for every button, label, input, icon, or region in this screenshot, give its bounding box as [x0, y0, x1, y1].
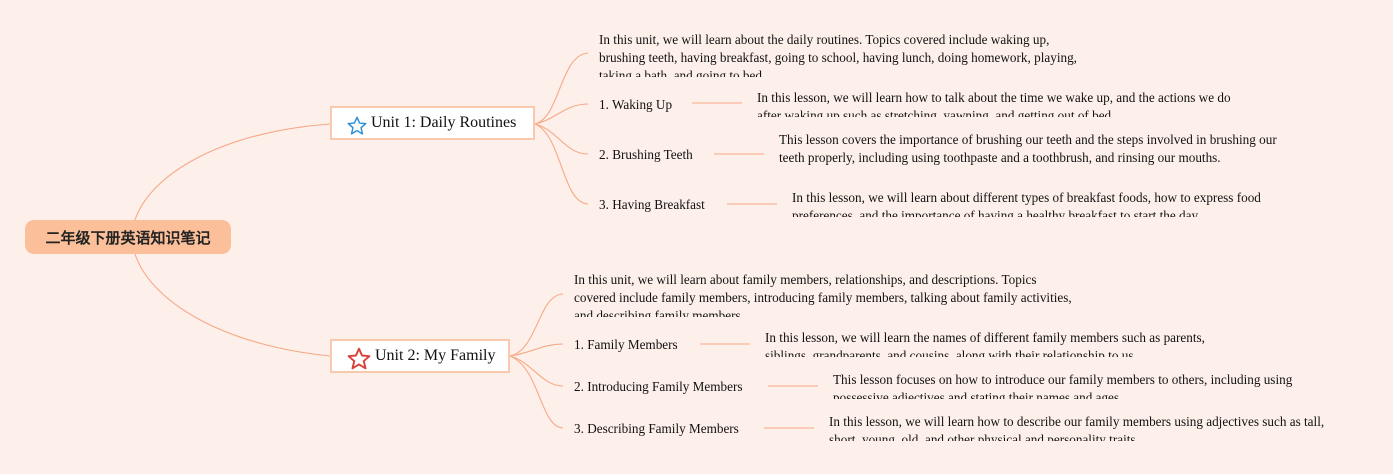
unit-2-node[interactable]: Unit 2: My Family — [330, 339, 510, 373]
connector-root-unit1 — [134, 123, 331, 221]
connector-unit1-lesson1 — [534, 103, 589, 125]
unit-1-lesson-1[interactable]: 1. Waking Up — [599, 97, 673, 112]
connector-unit1-summary — [534, 52, 589, 125]
star-outline-red-icon — [347, 347, 371, 370]
connector-unit1-lesson2 — [534, 123, 589, 155]
connector-unit2-lesson1 — [509, 343, 564, 357]
unit-1-lesson-3[interactable]: 3. Having Breakfast — [599, 197, 705, 212]
star-outline-blue-icon — [347, 116, 367, 135]
unit-1-lesson-3-description[interactable]: In this lesson, we will learn about diff… — [792, 190, 1261, 217]
unit-2-lesson-2[interactable]: 2. Introducing Family Members — [574, 379, 743, 394]
connector-unit2-lesson3 — [509, 355, 564, 429]
unit-1-lesson-2-description[interactable]: This lesson covers the importance of bru… — [779, 132, 1277, 165]
connector-root-unit2 — [134, 253, 331, 357]
unit-2-lesson-3-description[interactable]: In this lesson, we will learn how to des… — [829, 414, 1325, 441]
unit-1-lesson-2[interactable]: 2. Brushing Teeth — [599, 147, 693, 162]
unit-2-lesson-2-description[interactable]: This lesson focuses on how to introduce … — [833, 372, 1293, 399]
unit-2-summary[interactable]: In this unit, we will learn about family… — [574, 272, 1072, 317]
unit-2-lesson-3[interactable]: 3. Describing Family Members — [574, 421, 739, 436]
connector-unit2-lesson2 — [509, 355, 564, 387]
unit-2-lesson-1-description[interactable]: In this lesson, we will learn the names … — [765, 330, 1205, 357]
unit-1-lesson-1-description[interactable]: In this lesson, we will learn how to tal… — [757, 90, 1231, 117]
unit-2-lesson-1[interactable]: 1. Family Members — [574, 337, 678, 352]
unit-1-summary[interactable]: In this unit, we will learn about the da… — [599, 32, 1077, 77]
unit-1-title: Unit 1: Daily Routines — [371, 114, 517, 131]
connector-unit1-lesson3 — [534, 123, 589, 205]
unit-1-node[interactable]: Unit 1: Daily Routines — [330, 106, 535, 140]
unit-2-title: Unit 2: My Family — [375, 347, 496, 364]
root-topic[interactable]: 二年级下册英语知识笔记 — [25, 220, 231, 254]
connector-unit2-summary — [509, 293, 564, 357]
